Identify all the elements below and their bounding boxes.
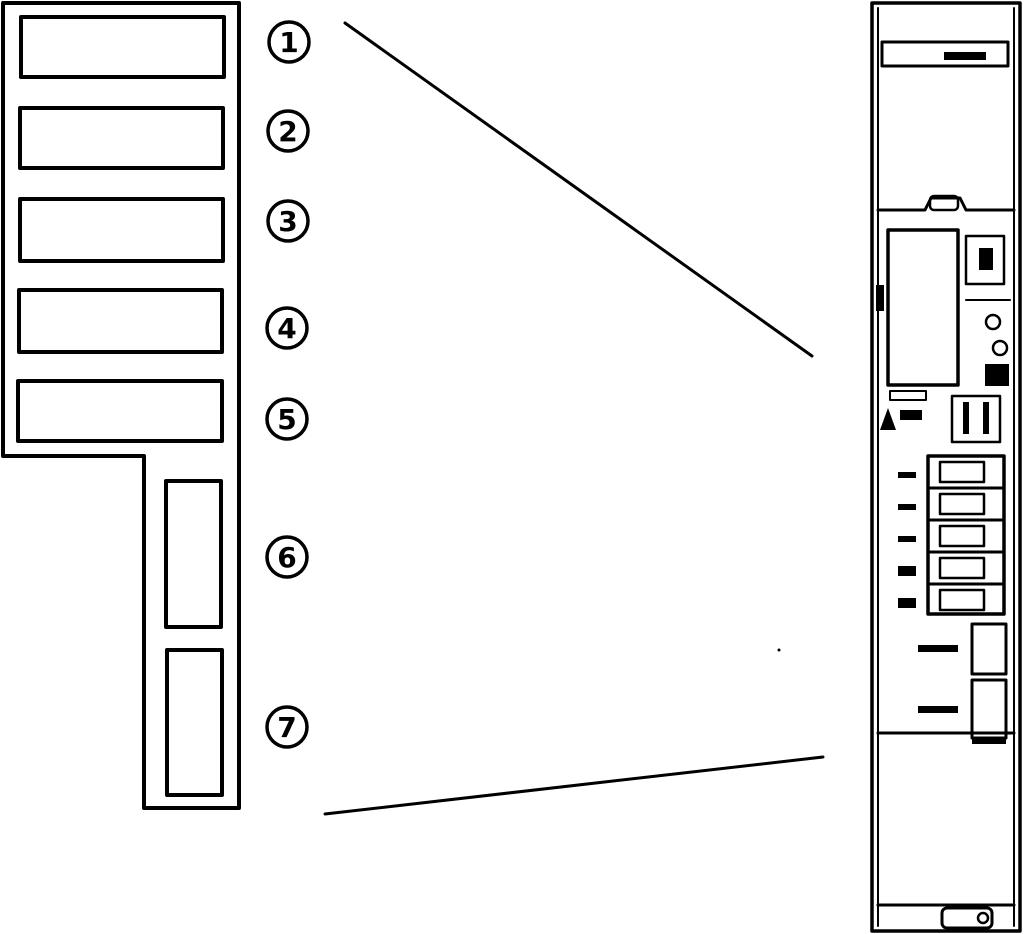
callout-label-7: 7 xyxy=(277,711,296,744)
callout-4: 4 xyxy=(265,306,309,350)
slot-1 xyxy=(19,15,226,79)
fuse-icon xyxy=(950,394,1002,444)
module-front-view xyxy=(870,1,1022,933)
callout-5: 5 xyxy=(265,397,309,441)
slot-3 xyxy=(18,197,225,263)
callout-7: 7 xyxy=(265,705,309,749)
connector-terminal-icon xyxy=(926,454,1006,616)
module-housing xyxy=(870,1,1022,933)
slot-5 xyxy=(16,379,224,443)
callout-2: 2 xyxy=(266,109,310,153)
callout-label-6: 6 xyxy=(277,541,296,574)
callout-label-1: 1 xyxy=(279,26,298,59)
callout-label-3: 3 xyxy=(278,205,297,238)
callout-3: 3 xyxy=(266,199,310,243)
zoom-line-top xyxy=(343,21,814,358)
callout-1: 1 xyxy=(267,20,311,64)
zoom-line-bottom xyxy=(323,755,825,816)
slot-layout-panel xyxy=(1,1,241,810)
slot-6 xyxy=(164,479,223,629)
callout-6: 6 xyxy=(265,535,309,579)
callout-label-4: 4 xyxy=(277,312,296,345)
callouts: 1 2 3 4 5 6 7 xyxy=(265,20,311,749)
slot-7 xyxy=(165,648,224,797)
slot-2 xyxy=(18,106,225,170)
slot-4 xyxy=(17,288,224,354)
warning-triangle-icon xyxy=(880,408,896,430)
callout-label-2: 2 xyxy=(278,115,297,148)
panel-outline xyxy=(1,1,241,810)
display-window xyxy=(886,228,960,387)
module-nameplate xyxy=(880,40,1010,68)
callout-label-5: 5 xyxy=(277,403,296,436)
